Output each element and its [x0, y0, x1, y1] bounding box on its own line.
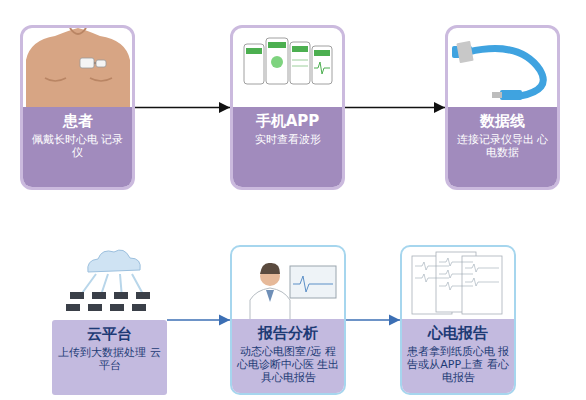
doctor-illustration — [250, 263, 336, 320]
node-description: 佩戴长时心电 记录仪 — [27, 133, 128, 159]
process-box: 报告分析动态心电图室/远 程心电诊断中心医 生出具心电报告 — [230, 245, 346, 395]
label-panel: 手机APP 实时查看波形 — [233, 107, 342, 187]
process-box: 患者佩戴长时心电 记录仪 — [20, 25, 135, 190]
flow-arrow — [345, 107, 445, 109]
node-heading: 报告分析 — [236, 324, 340, 343]
node-description: 动态心电图室/远 程心电诊断中心医 生出具心电报告 — [236, 345, 340, 384]
process-box: 数据线连接记录仪导出 心电数据 — [445, 25, 560, 190]
patient-illustration — [26, 28, 130, 110]
report-illustration — [412, 252, 502, 314]
cable-illustration — [452, 41, 543, 100]
label-panel: 患者佩戴长时心电 记录仪 — [23, 107, 132, 187]
label-panel: 数据线连接记录仪导出 心电数据 — [448, 107, 557, 187]
label-panel: 报告分析动态心电图室/远 程心电诊断中心医 生出具心电报告 — [232, 319, 344, 393]
node-heading: 患者 — [27, 112, 128, 131]
label-panel: 云平台上传到大数据处理 云平台 — [52, 320, 167, 395]
phone-illustration — [244, 38, 332, 84]
flow-arrow — [135, 107, 230, 109]
flow-arrow — [167, 319, 230, 321]
node-description: 患者拿到纸质心电 报告或从APP上查 看心电报告 — [406, 345, 510, 384]
node-heading: 云平台 — [56, 325, 163, 344]
node-heading: 手机APP — [237, 112, 338, 131]
node-heading: 心电报告 — [406, 324, 510, 343]
process-box: 云平台上传到大数据处理 云平台 — [52, 245, 167, 395]
node-description: 实时查看波形 — [237, 133, 338, 146]
cloud-illustration — [66, 250, 150, 311]
process-box: 手机APP 实时查看波形 — [230, 25, 345, 190]
label-panel: 心电报告患者拿到纸质心电 报告或从APP上查 看心电报告 — [402, 319, 514, 393]
node-heading: 数据线 — [452, 112, 553, 131]
flow-arrow — [346, 319, 400, 321]
process-box: 心电报告患者拿到纸质心电 报告或从APP上查 看心电报告 — [400, 245, 516, 395]
node-description: 连接记录仪导出 心电数据 — [452, 133, 553, 159]
node-description: 上传到大数据处理 云平台 — [56, 346, 163, 372]
